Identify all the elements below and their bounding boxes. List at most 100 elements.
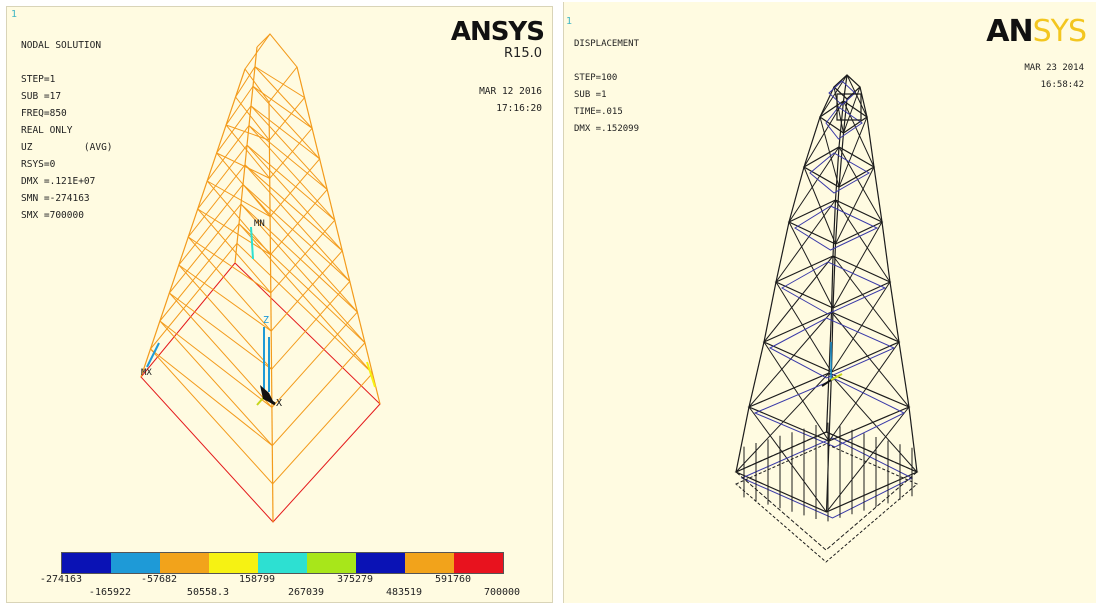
leg-line bbox=[140, 68, 246, 378]
date-label: MAR 12 2016 bbox=[479, 86, 542, 97]
legend-label: 700000 bbox=[483, 587, 521, 598]
tower-leg bbox=[775, 221, 790, 283]
tower-brace bbox=[843, 86, 861, 134]
tower-leg bbox=[889, 281, 900, 343]
version-label: R15.0 bbox=[504, 46, 542, 61]
viewport-number: 1 bbox=[566, 16, 573, 27]
tower-leg bbox=[842, 98, 848, 134]
bracing-line bbox=[150, 348, 273, 447]
leg-line bbox=[296, 66, 381, 405]
info-line: SUB =1 bbox=[574, 90, 607, 100]
deformed-level bbox=[825, 106, 863, 140]
tower-leg bbox=[838, 132, 845, 188]
info-line: SUB =17 bbox=[21, 91, 62, 102]
legend-label: -274163 bbox=[39, 574, 83, 585]
bracing-line bbox=[242, 184, 358, 313]
tower-brace bbox=[835, 166, 875, 245]
info-line: DMX =.121E+07 bbox=[21, 176, 96, 187]
info-line: REAL ONLY bbox=[21, 125, 73, 136]
tower-leg bbox=[788, 166, 805, 223]
mode-shape-plot: MN MX Z X bbox=[140, 33, 381, 523]
deformed-level bbox=[828, 80, 856, 106]
bracing-line bbox=[159, 320, 273, 408]
max-marker-label: MX bbox=[141, 368, 152, 378]
info-line: RSYS=0 bbox=[21, 159, 56, 170]
legend-swatch bbox=[454, 553, 503, 573]
legend-swatch bbox=[160, 553, 209, 573]
legend-swatch bbox=[209, 553, 258, 573]
deformed-level bbox=[753, 378, 906, 448]
tower-leg bbox=[908, 406, 918, 473]
tower-leg bbox=[873, 166, 883, 223]
info-line: STEP=1 bbox=[21, 74, 56, 85]
cap-line bbox=[256, 33, 271, 48]
info-line: STEP=100 bbox=[574, 73, 618, 83]
bracing-line bbox=[178, 264, 272, 332]
tower-leg bbox=[825, 372, 830, 433]
info-line: NODAL SOLUTION bbox=[21, 40, 102, 51]
bracing-line bbox=[206, 180, 271, 217]
tower-brace bbox=[803, 166, 836, 245]
deformed-level bbox=[794, 205, 879, 251]
bracing-line bbox=[250, 105, 328, 190]
tower-brace bbox=[775, 199, 836, 283]
cap-frame bbox=[244, 33, 298, 103]
legend-swatch bbox=[111, 553, 160, 573]
tower-leg bbox=[819, 86, 835, 118]
tower-brace bbox=[775, 281, 832, 373]
tower-brace bbox=[838, 116, 868, 188]
tower-leg bbox=[735, 406, 750, 473]
contour-accent bbox=[366, 361, 376, 388]
deformed-level bbox=[768, 317, 896, 379]
bracing-line bbox=[254, 66, 313, 129]
info-line: UZ (AVG) bbox=[21, 142, 113, 153]
leg-line bbox=[268, 101, 274, 523]
info-line: DISPLACEMENT bbox=[574, 39, 640, 49]
tower-leg bbox=[832, 199, 837, 257]
legend-label: 375279 bbox=[336, 574, 374, 585]
leg-line bbox=[234, 46, 258, 264]
deformed-level bbox=[809, 152, 871, 194]
date-label: MAR 23 2014 bbox=[1024, 63, 1084, 73]
tower-brace bbox=[826, 406, 910, 513]
tower-leg bbox=[830, 255, 834, 313]
tower-brace bbox=[838, 146, 883, 223]
info-line: SMN =-274163 bbox=[21, 193, 90, 204]
tower-brace bbox=[835, 199, 891, 283]
date-time-stamp: MAR 23 2014 16:58:42 bbox=[1024, 60, 1084, 94]
tower-brace bbox=[831, 311, 910, 408]
tower-leg bbox=[866, 116, 875, 168]
legend-swatch bbox=[62, 553, 111, 573]
tower-leg bbox=[748, 341, 765, 408]
deformed-level bbox=[780, 261, 887, 315]
bracing-line bbox=[240, 203, 366, 344]
tower-brace bbox=[748, 406, 827, 513]
bracing-line bbox=[169, 292, 272, 370]
displacement-plot bbox=[734, 74, 919, 563]
legend-label: 158799 bbox=[238, 574, 276, 585]
tower-brace bbox=[831, 281, 891, 373]
bracing-line bbox=[252, 85, 321, 160]
date-time-stamp: MAR 12 2016 17:16:20 bbox=[479, 83, 542, 117]
legend-label: -57682 bbox=[140, 574, 178, 585]
bracing-line bbox=[246, 144, 343, 252]
legend-label: 591760 bbox=[434, 574, 472, 585]
tower-leg bbox=[898, 341, 910, 408]
tower-top-box bbox=[836, 93, 862, 121]
contour-accent bbox=[250, 226, 254, 260]
ansys-logo: ANSYS bbox=[450, 17, 545, 47]
info-line: TIME=.015 bbox=[574, 107, 623, 117]
tower-brace bbox=[763, 341, 830, 442]
bracing-line bbox=[197, 208, 271, 256]
tower-brace bbox=[828, 341, 900, 442]
time-label: 17:16:20 bbox=[496, 103, 542, 114]
bracing-line bbox=[238, 223, 373, 374]
tower-leg bbox=[881, 221, 891, 283]
tower-leg bbox=[763, 281, 777, 343]
tower-leg bbox=[832, 243, 837, 309]
legend-label: 50558.3 bbox=[186, 587, 230, 598]
